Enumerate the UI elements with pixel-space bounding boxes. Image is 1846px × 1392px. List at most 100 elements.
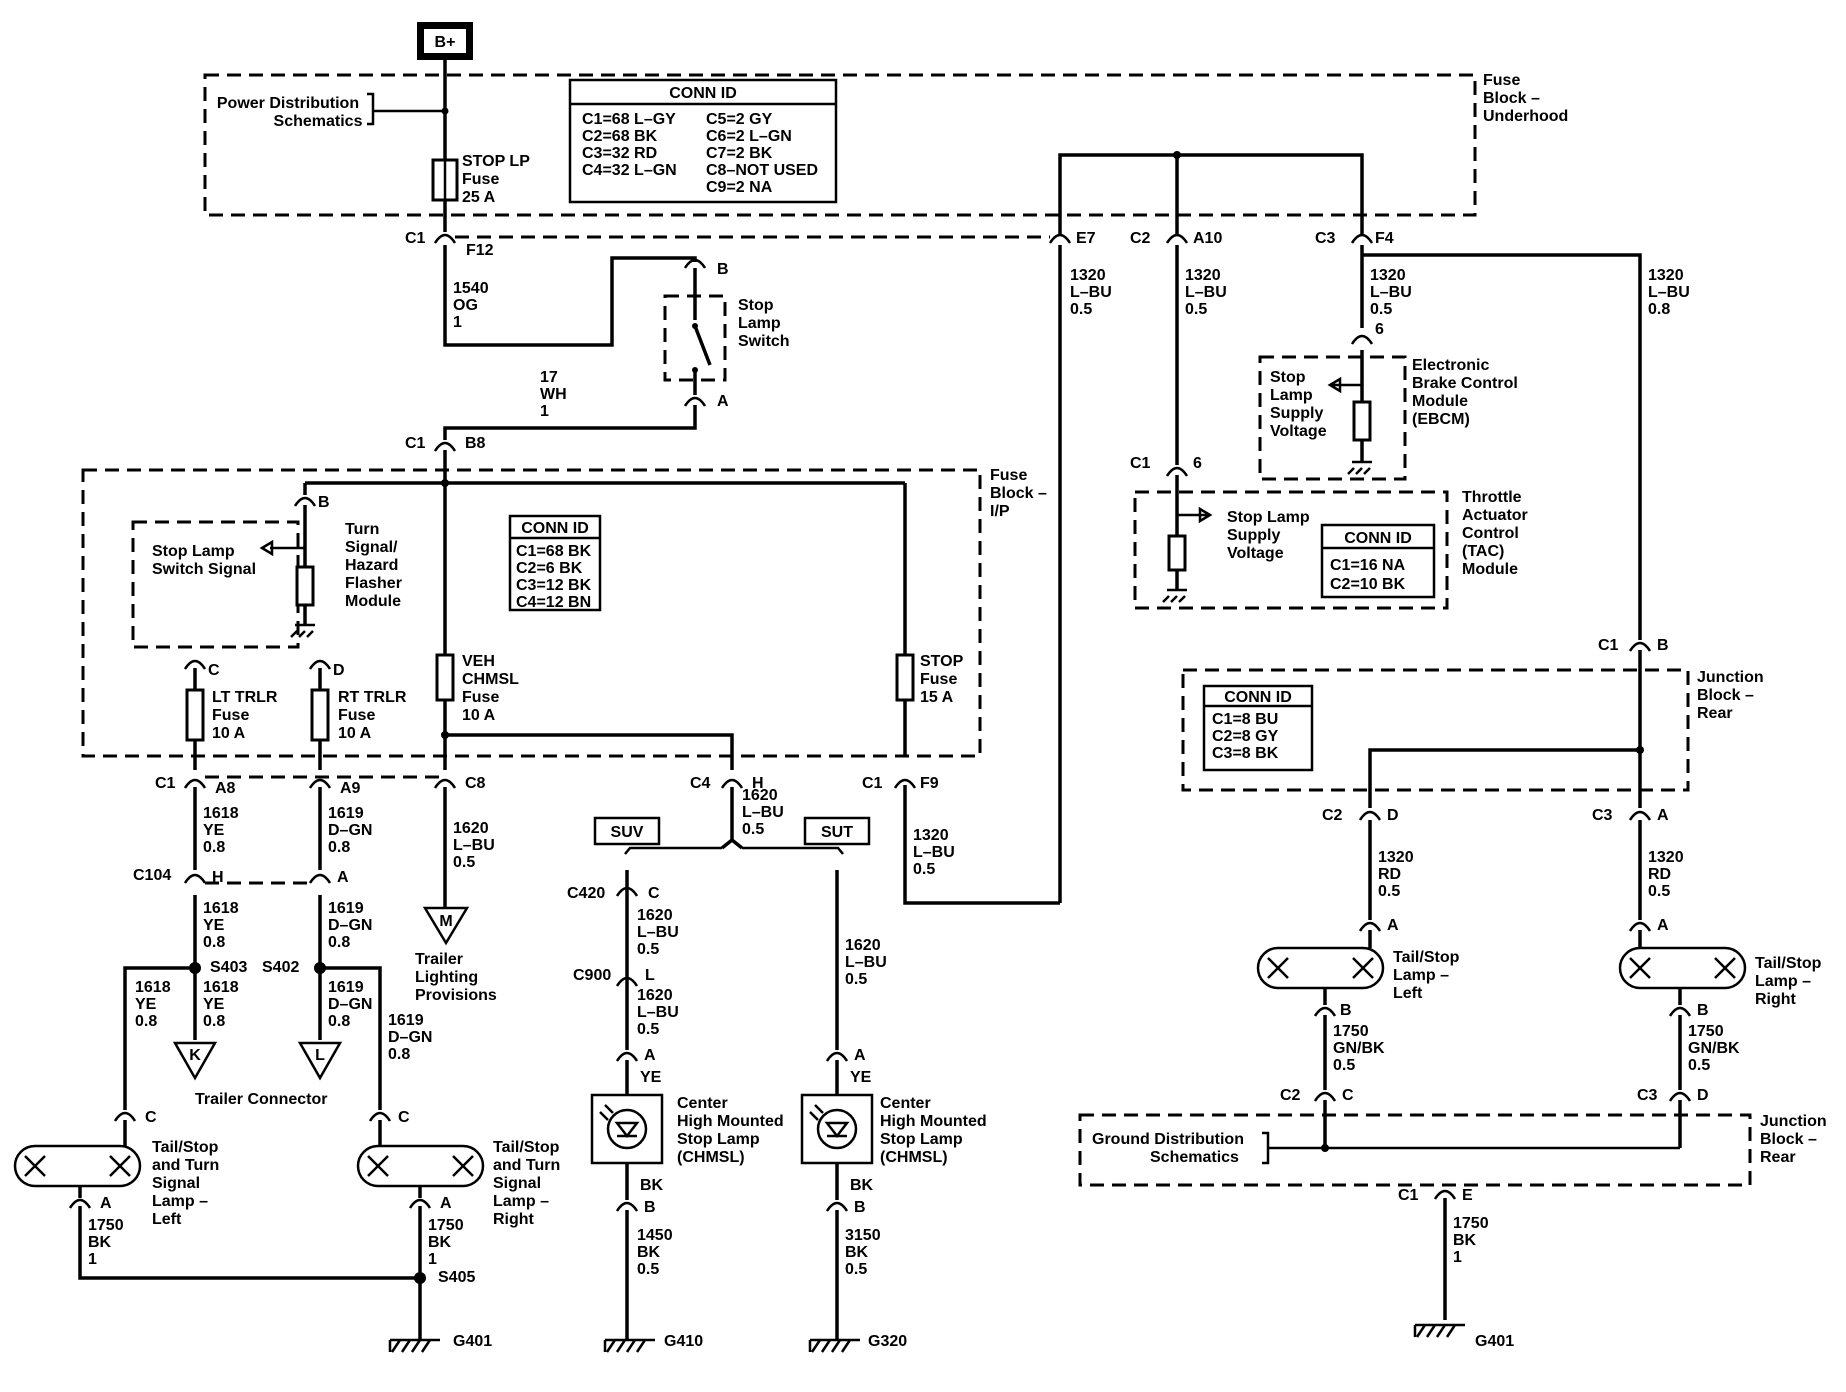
battery-label: B+ [435, 34, 456, 51]
ts-right-1: and Turn [493, 1157, 560, 1174]
wire-w1320c-0: 1320 [1370, 267, 1406, 284]
wire-w1618d-0: 1618 [203, 979, 239, 996]
rear-right-0: Tail/Stop [1755, 955, 1822, 972]
wire-w1620a-0: 1620 [742, 787, 778, 804]
wire-w1750d-2: 0.5 [1688, 1057, 1710, 1074]
jbr2-l3: Rear [1760, 1149, 1796, 1166]
pin-c1f9: C1 [862, 775, 883, 792]
tac-l2: Actuator [1462, 507, 1528, 524]
rt-fuse-l1: RT TRLR [338, 689, 407, 706]
tail-stop-turn-lamp-left [13, 1144, 142, 1188]
pin-c1_f12_c: C1 [405, 230, 426, 247]
ebcm-l1: Electronic [1412, 357, 1489, 374]
connector-9 [293, 496, 317, 507]
jbr2-l2: Block – [1760, 1131, 1817, 1148]
wire-w1320f-1: RD [1378, 866, 1401, 883]
connector-13 [308, 778, 332, 789]
wire-w1619b-0: 1619 [328, 900, 364, 917]
pin-a9: A9 [340, 780, 361, 797]
connector-14 [433, 778, 457, 789]
chmsl-suv [590, 1093, 664, 1165]
connector-23 [615, 1201, 639, 1212]
tail-stop-lamp-rear-right [1618, 946, 1747, 990]
pin-c4: C4 [690, 775, 711, 792]
wire-w1620b-0: 1620 [453, 820, 489, 837]
rear-left-0: Tail/Stop [1393, 949, 1460, 966]
wire-w1750b-2: 1 [428, 1251, 437, 1268]
conn-right-3: C8–NOT USED [706, 162, 818, 179]
tlp-l2: Lighting [415, 969, 478, 986]
jbr-l3: Rear [1697, 705, 1733, 722]
wire-w1320f-0: 1320 [1378, 849, 1414, 866]
connector-3 [1350, 233, 1374, 244]
wire-w1620e-1: L–BU [845, 954, 887, 971]
pin-rt_c: C [398, 1109, 410, 1126]
connector-38 [1433, 1189, 1457, 1200]
wire-w1619a-2: 0.8 [328, 839, 350, 856]
wire-w1750c-0: 1750 [1333, 1023, 1369, 1040]
pin-ch2_a: A [854, 1047, 866, 1064]
wire-w1320a-0: 1320 [1070, 267, 1106, 284]
wire-w1540-2: 1 [453, 314, 462, 331]
connector-5 [683, 396, 707, 407]
ts-left-3: Lamp – [152, 1193, 208, 1210]
junction-block-rear [1181, 668, 1690, 792]
pin-tac_c1: C1 [1130, 455, 1151, 472]
ground-g401-right: G401 [1475, 1333, 1514, 1350]
tac-conn-title: CONN ID [1344, 530, 1412, 547]
stop-lp-fuse-l1: STOP LP [462, 153, 530, 170]
chmsl2-1: High Mounted [880, 1113, 987, 1130]
connector-glyphs [68, 233, 1692, 1212]
ts-left-2: Signal [152, 1175, 200, 1192]
ebcm-sig3: Supply [1270, 405, 1323, 422]
wire-w1619b-2: 0.8 [328, 934, 350, 951]
connector-6 [1350, 334, 1374, 345]
wire-w1320b-1: L–BU [1185, 284, 1227, 301]
wire-w1320d-0: 1320 [1648, 267, 1684, 284]
pin-c104a: A [337, 869, 349, 886]
ebcm-box [1258, 355, 1407, 481]
pin-jb_a: A [1657, 807, 1669, 824]
pin-ch1_ye: YE [640, 1069, 662, 1086]
wire-w1619c-0: 1619 [328, 979, 364, 996]
pin-g_c3: C3 [1637, 1087, 1658, 1104]
pin-tac_6: 6 [1193, 455, 1202, 472]
ts-right-3: Lamp – [493, 1193, 549, 1210]
wire-w17-0: 17 [540, 369, 558, 386]
wire-w1750d-1: GN/BK [1688, 1040, 1740, 1057]
wire-w1619d-0: 1619 [388, 1012, 424, 1029]
ip-conn-1: C2=6 BK [516, 560, 583, 577]
ts-left-1: and Turn [152, 1157, 219, 1174]
connector-8 [433, 441, 457, 452]
ts-left-0: Tail/Stop [152, 1139, 219, 1156]
stop-fuse-l2: Fuse [920, 671, 957, 688]
stop-fuse-l3: 15 A [920, 689, 954, 706]
pin-c8: C8 [465, 775, 486, 792]
connector-35 [1668, 1006, 1692, 1017]
wire-w1620e-2: 0.5 [845, 971, 867, 988]
stop-fuse-l1: STOP [920, 653, 964, 670]
veh-fuse-l3: Fuse [462, 689, 499, 706]
jbr-conn-0: C1=8 BU [1212, 711, 1278, 728]
ebcm-l3: Module [1412, 393, 1468, 410]
pin-g_e: E [1462, 1187, 1473, 1204]
pin-jb_d: D [1387, 807, 1399, 824]
tac-l3: Control [1462, 525, 1519, 542]
pin-lt_a: A [100, 1195, 112, 1212]
tlp-l3: Provisions [415, 987, 497, 1004]
pin-lt_c: C [145, 1109, 157, 1126]
wire-w1618c-2: 0.8 [135, 1013, 157, 1030]
conn-id-underhood [568, 78, 838, 204]
conn-right-4: C9=2 NA [706, 179, 773, 196]
pin-fl_d: D [333, 662, 345, 679]
pin-rr_a: A [1657, 917, 1669, 934]
pin-g_d: D [1697, 1087, 1709, 1104]
lt-fuse-l2: Fuse [212, 707, 249, 724]
switch-l3: Switch [738, 333, 790, 350]
pin-c1_a8_c: C1 [155, 775, 176, 792]
wire-w1618a-0: 1618 [203, 805, 239, 822]
